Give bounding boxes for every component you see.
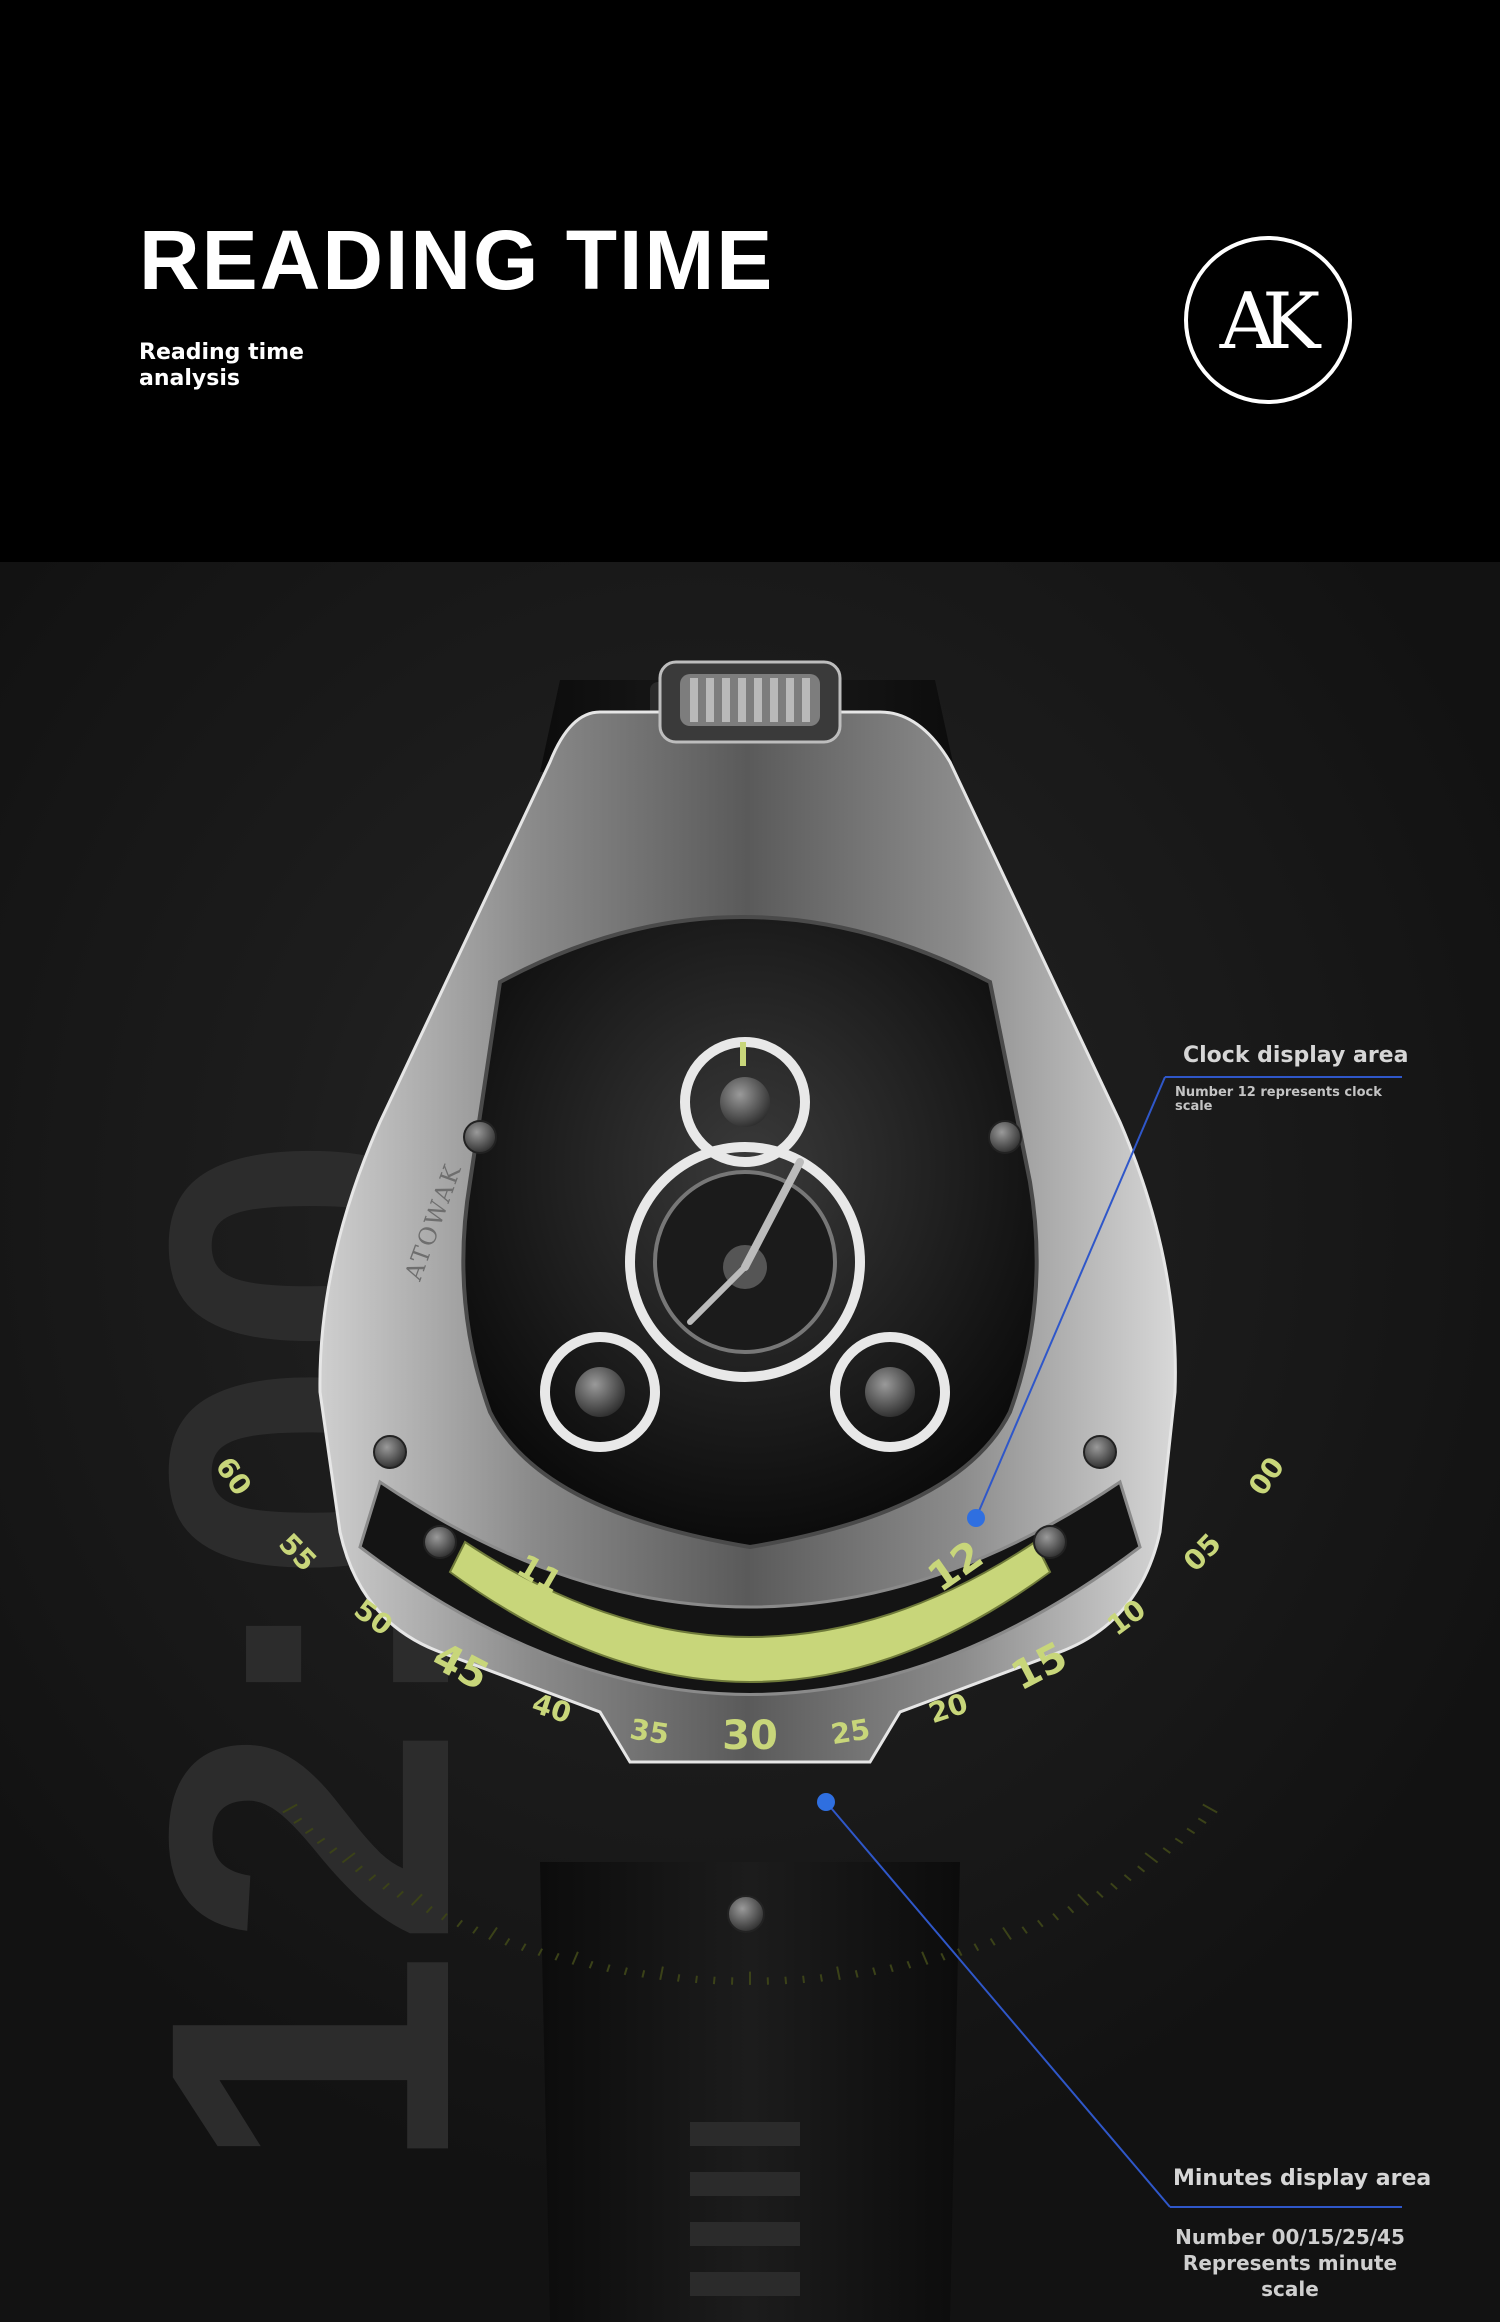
minute-tick: [440, 1912, 448, 1921]
minutes-area-note: Number 00/15/25/45 Represents minute sca…: [1175, 2225, 1405, 2301]
header-banner: READING TIME Reading time analysis AK: [0, 0, 1500, 562]
screw-icon: [727, 1895, 765, 1933]
minute-tick: [1123, 1874, 1132, 1882]
minute-label-25: 25: [829, 1712, 873, 1751]
minute-tick: [957, 1948, 963, 1957]
minute-track-ticks: [282, 1803, 1218, 1985]
satellite-carrier: [540, 1037, 950, 1452]
minute-tick: [504, 1937, 511, 1946]
screw-icon: [988, 1120, 1022, 1154]
minute-tick: [520, 1943, 527, 1952]
minute-label-55: 55: [272, 1527, 323, 1578]
minute-tick: [293, 1817, 303, 1824]
minute-tick: [1186, 1827, 1196, 1835]
clock-area-title: Clock display area: [1183, 1043, 1409, 1068]
case-screws: [373, 1120, 1117, 1933]
minute-tick: [1197, 1817, 1207, 1824]
minute-tick: [588, 1960, 594, 1969]
product-stage: 12:00: [0, 562, 1500, 2322]
minute-tick: [940, 1952, 946, 1961]
minute-label-05: 05: [1177, 1527, 1228, 1578]
minute-tick: [989, 1937, 996, 1946]
minute-tick: [1137, 1865, 1146, 1873]
screw-icon: [1083, 1435, 1117, 1469]
minute-tick: [677, 1974, 681, 1982]
minute-tick: [382, 1882, 390, 1890]
minute-label-30: 30: [722, 1713, 778, 1759]
minute-tick: [1052, 1912, 1060, 1921]
minute-tick: [1096, 1890, 1104, 1899]
minute-tick: [316, 1837, 326, 1845]
minutes-display-bezel: [358, 1479, 1142, 1696]
brand-logo: AK: [1184, 236, 1352, 404]
minute-tick: [872, 1967, 877, 1976]
minute-tick: [425, 1905, 433, 1914]
minute-tick: [1202, 1803, 1218, 1814]
screw-icon: [463, 1120, 497, 1154]
minutes-area-title: Minutes display area: [1173, 2166, 1432, 2191]
minute-tick: [973, 1943, 980, 1952]
minute-tick: [282, 1803, 298, 1814]
minute-tick: [488, 1926, 498, 1940]
minute-tick: [472, 1926, 479, 1934]
minute-tick: [537, 1948, 543, 1957]
minute-tick: [1067, 1905, 1075, 1914]
page-subtitle: Reading time analysis: [139, 340, 304, 391]
clock-area-note: Number 12 represents clock scale: [1175, 1085, 1382, 1114]
page-title: READING TIME: [139, 213, 775, 307]
minute-label-60: 60: [209, 1451, 258, 1502]
minute-tick: [1077, 1893, 1090, 1906]
watch-strap-bottom: [540, 1862, 960, 2322]
minute-tick: [712, 1976, 716, 1985]
screw-icon: [423, 1525, 457, 1559]
minute-tick: [921, 1951, 929, 1965]
minute-tick: [784, 1976, 788, 1985]
minute-tick: [1037, 1919, 1044, 1928]
minutes-area-leader: [817, 1793, 1402, 2208]
minute-tick: [659, 1966, 664, 1981]
minute-tick: [606, 1964, 611, 1973]
minute-tick: [410, 1893, 423, 1906]
minute-tick: [571, 1951, 579, 1965]
minute-tick: [304, 1827, 314, 1835]
minute-tick: [1110, 1882, 1118, 1890]
minute-tick: [1021, 1926, 1028, 1934]
minute-tick: [623, 1967, 628, 1976]
minute-tick: [396, 1890, 404, 1899]
minute-tick: [1002, 1926, 1012, 1940]
minute-tick: [341, 1852, 356, 1864]
minute-label-00: 00: [1242, 1451, 1291, 1502]
screw-icon: [373, 1435, 407, 1469]
minute-tick: [695, 1975, 698, 1984]
crown-icon: [658, 660, 842, 744]
minute-tick: [368, 1874, 377, 1882]
minute-tick: [1162, 1847, 1171, 1854]
clock-area-leader: [967, 1076, 1402, 1527]
minute-tick: [1174, 1837, 1184, 1845]
minute-tick: [836, 1966, 841, 1981]
minute-tick: [329, 1847, 338, 1854]
minute-tick: [641, 1969, 646, 1978]
screw-icon: [1033, 1525, 1067, 1559]
minute-tick: [456, 1919, 463, 1928]
minute-tick: [889, 1964, 894, 1973]
minute-tick: [819, 1974, 823, 1982]
minute-tick: [1144, 1852, 1159, 1864]
minute-tick: [802, 1975, 805, 1984]
minute-tick: [554, 1952, 560, 1961]
minute-tick: [354, 1865, 363, 1873]
minute-tick: [906, 1960, 912, 1969]
brand-logo-text: AK: [1219, 277, 1321, 367]
minute-label-35: 35: [628, 1712, 672, 1751]
minute-tick: [854, 1969, 859, 1978]
